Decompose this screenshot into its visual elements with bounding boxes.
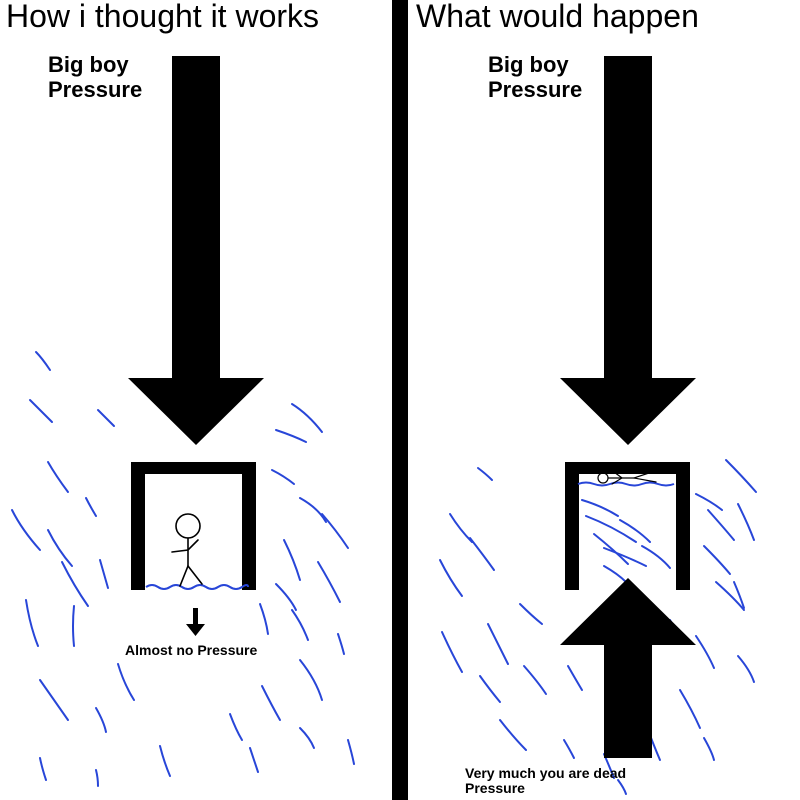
chamber-left-wall — [131, 462, 145, 590]
chamber-water-line — [145, 584, 249, 590]
water-stroke — [715, 581, 745, 611]
stick-figure-head — [175, 513, 201, 539]
panel-divider — [392, 0, 408, 800]
water-stroke — [695, 493, 723, 511]
water-stroke — [291, 609, 309, 641]
stick-figure-standing — [171, 513, 203, 587]
water-stroke — [585, 515, 637, 543]
upward-pressure-arrow — [560, 578, 696, 758]
big-pressure-arrow — [128, 56, 264, 445]
water-stroke — [523, 665, 547, 695]
right-small-pressure-label: Very much you are dead Pressure — [465, 765, 627, 796]
water-stroke — [737, 655, 755, 683]
water-stroke — [97, 409, 115, 427]
water-stroke — [449, 513, 473, 543]
water-stroke — [29, 399, 53, 423]
water-stroke — [477, 467, 493, 481]
right-illustration — [439, 56, 757, 795]
chamber-top-wall — [565, 462, 690, 474]
water-stroke — [39, 679, 69, 721]
chamber-water-line — [577, 481, 675, 487]
water-stroke — [259, 603, 269, 635]
water-stroke — [11, 509, 41, 551]
water-stroke — [603, 547, 647, 567]
pressure-chamber — [131, 462, 256, 590]
chamber-left-wall — [565, 462, 579, 590]
water-stroke — [39, 757, 47, 781]
water-stroke — [229, 713, 243, 741]
water-stroke — [441, 631, 463, 673]
water-stroke — [603, 565, 627, 583]
water-stroke — [299, 727, 315, 749]
chamber-right-wall — [676, 462, 690, 590]
pressure-chamber — [565, 462, 690, 590]
water-stroke — [159, 745, 171, 777]
stick-figure-arms — [611, 471, 624, 485]
water-stroke — [695, 635, 715, 669]
water-stroke — [47, 461, 69, 493]
small-pressure-arrow — [186, 608, 205, 636]
chamber-right-wall — [242, 462, 256, 590]
stick-figure-arms — [171, 539, 199, 553]
water-stroke — [25, 599, 39, 647]
water-stroke — [641, 545, 671, 569]
water-stroke — [733, 581, 745, 609]
water-stroke — [703, 545, 731, 575]
stick-figure-head — [597, 472, 609, 484]
water-stroke — [725, 459, 757, 493]
water-stroke — [283, 539, 301, 581]
left-panel: How i thought it works Big boy Pressure — [0, 0, 392, 800]
water-stroke — [249, 747, 259, 773]
water-stroke — [499, 719, 527, 751]
chamber-top-wall — [131, 462, 256, 474]
water-stroke — [299, 497, 327, 523]
water-stroke — [47, 529, 73, 567]
water-stroke — [563, 739, 575, 759]
water-stroke — [347, 739, 355, 765]
water-stroke — [95, 769, 99, 787]
water-stroke — [619, 519, 651, 543]
water-stroke — [581, 499, 619, 517]
water-stroke — [737, 503, 755, 541]
water-stroke — [567, 665, 583, 691]
water-stroke — [95, 707, 107, 733]
water-stroke — [487, 623, 509, 665]
water-stroke — [519, 603, 543, 625]
water-stroke — [617, 779, 627, 795]
water-stroke — [299, 659, 323, 701]
water-stroke — [707, 509, 735, 541]
water-stroke — [469, 537, 495, 571]
water-stroke — [321, 513, 349, 549]
water-stroke — [61, 561, 89, 607]
water-stroke — [261, 685, 281, 721]
left-small-pressure-label: Almost no Pressure — [125, 642, 258, 658]
right-panel-title: What would happen — [416, 0, 699, 34]
big-pressure-arrow — [560, 56, 696, 445]
water-stroke — [479, 675, 501, 703]
water-stroke — [117, 663, 135, 701]
water-stroke — [337, 633, 345, 655]
left-illustration — [11, 56, 355, 787]
water-stroke — [703, 737, 715, 761]
left-big-pressure-label: Big boy Pressure — [48, 52, 143, 102]
water-stroke — [291, 403, 323, 433]
water-stroke — [679, 689, 701, 729]
right-big-pressure-label: Big boy Pressure — [488, 52, 583, 102]
stick-figure-floating — [597, 471, 657, 485]
water-stroke — [72, 605, 75, 647]
water-stroke — [317, 561, 341, 603]
right-panel: What would happen Big boy Pressure — [408, 0, 800, 800]
water-stroke — [275, 583, 297, 611]
water-stroke — [275, 429, 307, 443]
water-stroke — [593, 533, 629, 565]
water-stroke — [271, 469, 295, 485]
water-stroke — [35, 351, 51, 371]
water-stroke — [85, 497, 97, 517]
water-stroke — [99, 559, 109, 589]
stick-figure-legs — [633, 471, 657, 483]
stick-figure-legs — [179, 564, 203, 587]
water-stroke — [439, 559, 463, 597]
left-water-strokes — [11, 351, 355, 787]
left-panel-title: How i thought it works — [6, 0, 320, 34]
